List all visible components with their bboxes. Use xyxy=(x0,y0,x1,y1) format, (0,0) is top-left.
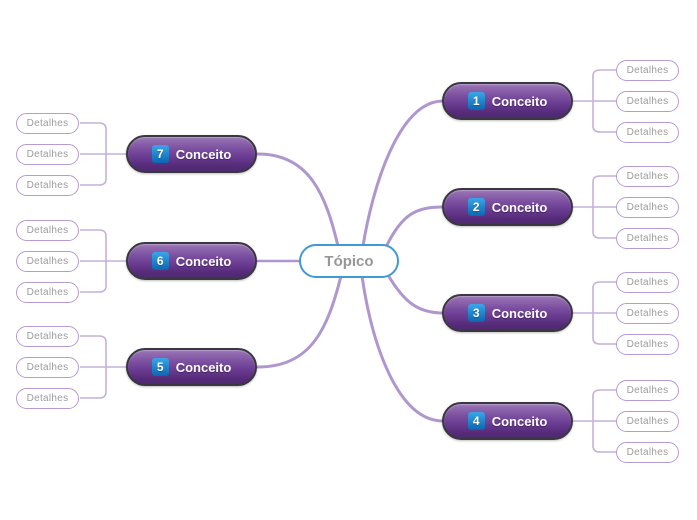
concept-4-label: Conceito xyxy=(491,413,548,429)
child-connector-group-2 xyxy=(573,175,616,239)
concept-node-7[interactable]: 7 Conceito xyxy=(126,135,257,173)
detail-label: Detalhes xyxy=(626,307,669,319)
detail-label: Detalhes xyxy=(626,64,669,76)
detail-node-4-2[interactable]: Detalhes xyxy=(616,410,679,432)
detail-label: Detalhes xyxy=(626,384,669,396)
detail-label: Detalhes xyxy=(26,117,69,129)
detail-node-5-3[interactable]: Detalhes xyxy=(16,387,79,409)
detail-label: Detalhes xyxy=(26,179,69,191)
concept-6-label: Conceito xyxy=(175,253,232,269)
detail-label: Detalhes xyxy=(26,392,69,404)
detail-node-6-1[interactable]: Detalhes xyxy=(16,219,79,241)
detail-node-7-1[interactable]: Detalhes xyxy=(16,112,79,134)
child-connector-group-7 xyxy=(80,122,126,186)
detail-label: Detalhes xyxy=(626,276,669,288)
detail-node-6-2[interactable]: Detalhes xyxy=(16,250,79,272)
branch-connector-7 xyxy=(256,152,340,248)
branch-connector-2 xyxy=(384,205,445,249)
concept-node-4[interactable]: 4 Conceito xyxy=(442,402,573,440)
detail-node-1-1[interactable]: Detalhes xyxy=(616,59,679,81)
child-connector-group-6 xyxy=(80,229,126,293)
detail-node-2-2[interactable]: Detalhes xyxy=(616,196,679,218)
concept-node-5[interactable]: 5 Conceito xyxy=(126,348,257,386)
detail-node-5-2[interactable]: Detalhes xyxy=(16,356,79,378)
concept-1-label: Conceito xyxy=(491,93,548,109)
root-topic-node[interactable]: Tópico xyxy=(299,244,399,278)
detail-node-4-1[interactable]: Detalhes xyxy=(616,379,679,401)
detail-node-1-2[interactable]: Detalhes xyxy=(616,90,679,112)
detail-node-2-1[interactable]: Detalhes xyxy=(616,165,679,187)
concept-2-number-badge: 2 xyxy=(467,198,485,216)
detail-label: Detalhes xyxy=(626,170,669,182)
detail-label: Detalhes xyxy=(626,446,669,458)
detail-node-7-2[interactable]: Detalhes xyxy=(16,143,79,165)
detail-node-1-3[interactable]: Detalhes xyxy=(616,121,679,143)
detail-label: Detalhes xyxy=(626,338,669,350)
detail-node-6-3[interactable]: Detalhes xyxy=(16,281,79,303)
child-connector-group-5 xyxy=(80,335,126,399)
child-connector-group-1 xyxy=(573,69,616,133)
detail-node-7-3[interactable]: Detalhes xyxy=(16,174,79,196)
concept-node-6[interactable]: 6 Conceito xyxy=(126,242,257,280)
root-topic-label: Tópico xyxy=(324,252,374,270)
branch-connector-3 xyxy=(386,273,445,315)
concept-2-label: Conceito xyxy=(491,199,548,215)
branch-connector-5 xyxy=(256,274,343,369)
detail-label: Detalhes xyxy=(26,255,69,267)
detail-node-3-1[interactable]: Detalhes xyxy=(616,271,679,293)
concept-1-number-badge: 1 xyxy=(467,92,485,110)
concept-3-number-badge: 3 xyxy=(467,304,485,322)
detail-label: Detalhes xyxy=(626,415,669,427)
concept-5-number-badge: 5 xyxy=(151,358,169,376)
concept-6-number-badge: 6 xyxy=(151,252,169,270)
child-connector-group-4 xyxy=(573,389,616,453)
concept-node-1[interactable]: 1 Conceito xyxy=(442,82,573,120)
detail-label: Detalhes xyxy=(26,224,69,236)
detail-node-2-3[interactable]: Detalhes xyxy=(616,227,679,249)
detail-label: Detalhes xyxy=(26,330,69,342)
concept-node-3[interactable]: 3 Conceito xyxy=(442,294,573,332)
concept-4-number-badge: 4 xyxy=(467,412,485,430)
detail-label: Detalhes xyxy=(626,95,669,107)
branch-connector-1 xyxy=(361,99,445,248)
detail-label: Detalhes xyxy=(626,126,669,138)
detail-node-3-3[interactable]: Detalhes xyxy=(616,333,679,355)
concept-node-2[interactable]: 2 Conceito xyxy=(442,188,573,226)
detail-label: Detalhes xyxy=(26,286,69,298)
detail-label: Detalhes xyxy=(26,148,69,160)
concept-5-label: Conceito xyxy=(175,359,232,375)
detail-label: Detalhes xyxy=(626,201,669,213)
detail-node-3-2[interactable]: Detalhes xyxy=(616,302,679,324)
child-connector-group-3 xyxy=(573,281,616,345)
concept-7-number-badge: 7 xyxy=(151,145,169,163)
detail-node-5-1[interactable]: Detalhes xyxy=(16,325,79,347)
concept-7-label: Conceito xyxy=(175,146,232,162)
branch-connector-4 xyxy=(360,274,445,423)
detail-node-4-3[interactable]: Detalhes xyxy=(616,441,679,463)
concept-3-label: Conceito xyxy=(491,305,548,321)
detail-label: Detalhes xyxy=(26,361,69,373)
detail-label: Detalhes xyxy=(626,232,669,244)
